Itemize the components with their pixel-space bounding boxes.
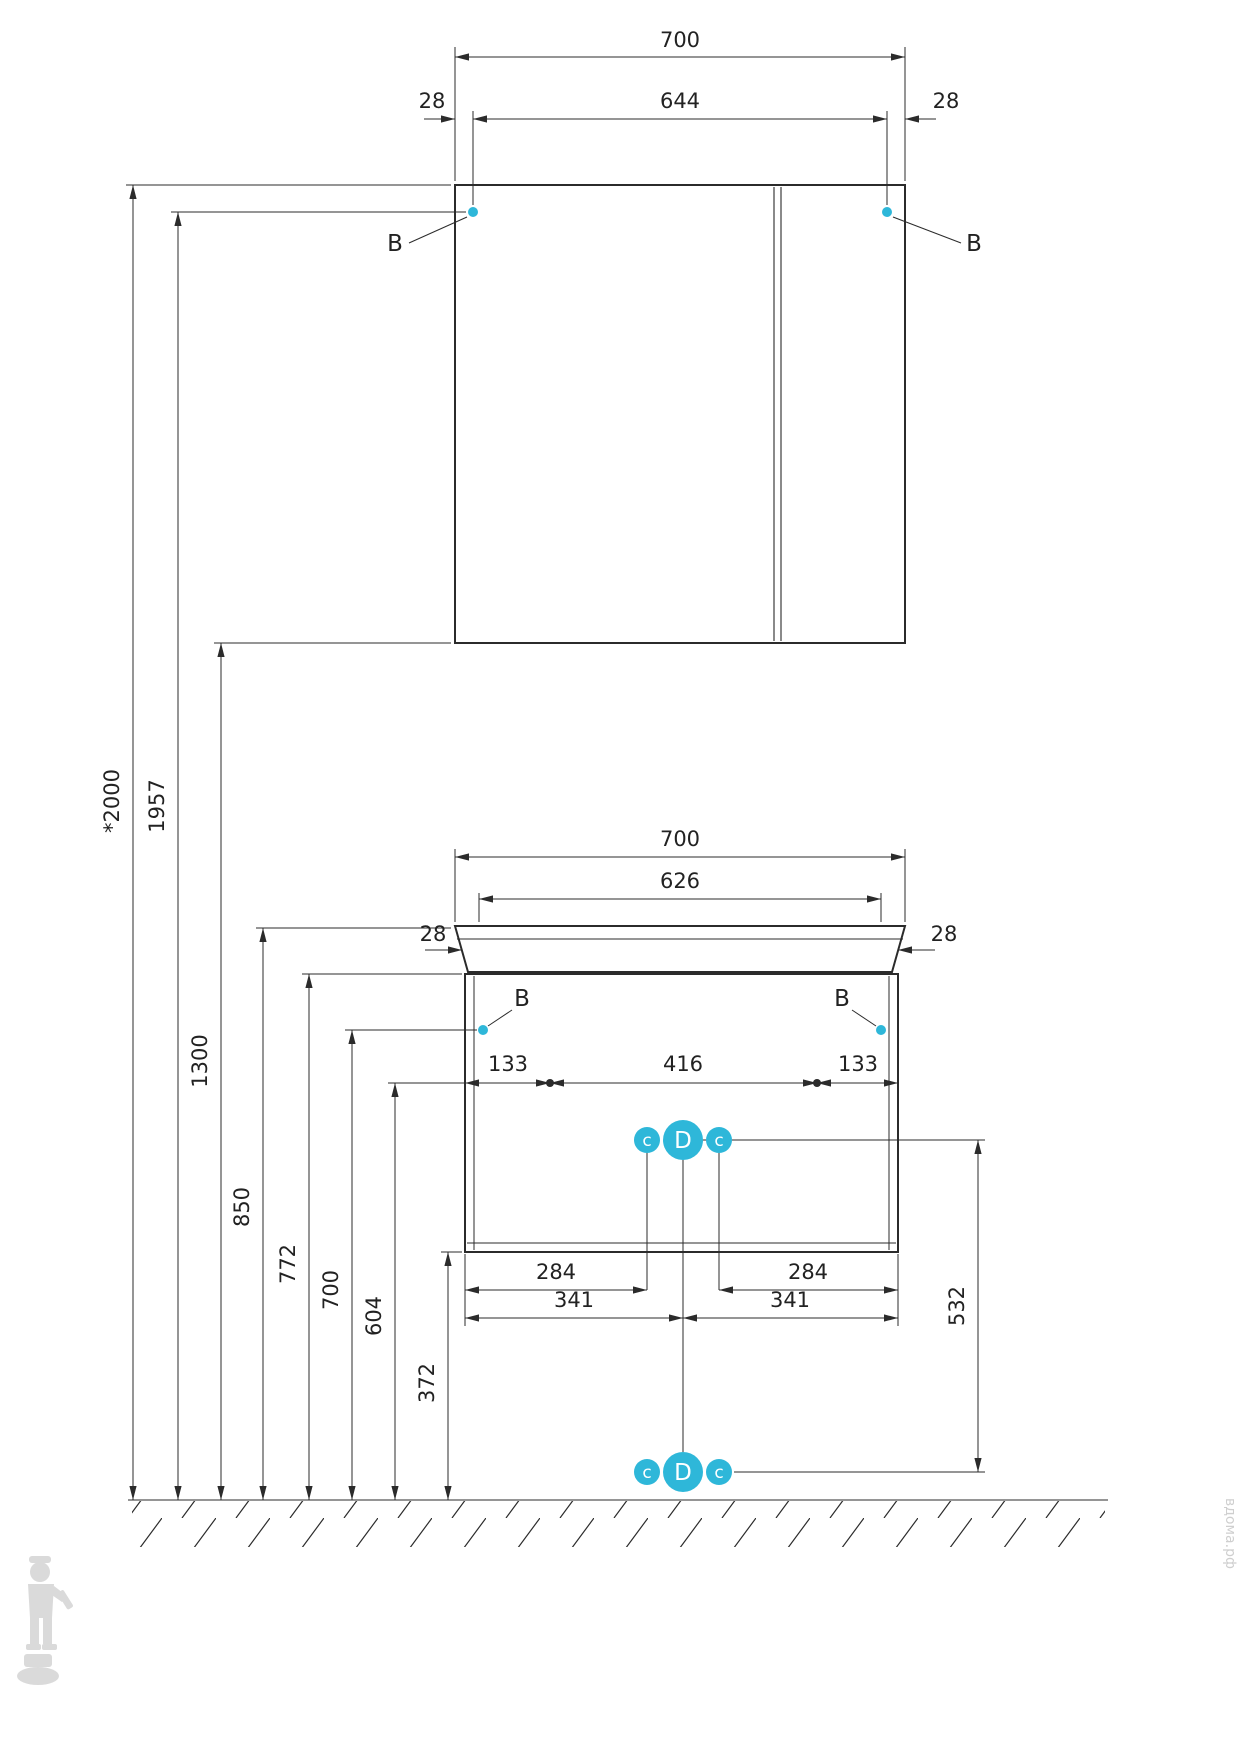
dim-back-hole-span-value: 416 <box>663 1052 703 1076</box>
logo-toilet-tank <box>24 1654 52 1667</box>
outlet-c-left-label: c <box>642 1131 651 1151</box>
floor-outlet-c-left-circle <box>634 1459 660 1485</box>
dim-drawer-right-341-value: 341 <box>770 1288 810 1312</box>
mirror-hole-b-left <box>468 207 478 217</box>
logo-leg-left <box>30 1618 39 1644</box>
logo-foot-left <box>26 1644 41 1650</box>
dim-height-cabinet-top: 772 <box>276 973 462 1500</box>
cabinet-hole-b-right <box>876 1025 886 1035</box>
floor-outlet-c-right-label: c <box>714 1463 723 1483</box>
back-hole-point-left <box>546 1079 554 1087</box>
logo-foot-right <box>42 1644 57 1650</box>
dim-back-holes: 133 416 133 <box>465 1052 898 1087</box>
dim-drawer-left-284-value: 284 <box>536 1260 576 1284</box>
dim-vanity-inset-right-value: 28 <box>931 922 958 946</box>
leader-b-left <box>487 1009 513 1027</box>
cabinet-hole-label-right: B <box>834 986 850 1012</box>
leader-b-left <box>408 216 468 244</box>
leader-b-right <box>892 216 962 244</box>
cabinet-hole-label-left: B <box>514 986 530 1012</box>
floor-outlet-d-label: D <box>674 1460 692 1486</box>
logo-wrench <box>57 1590 73 1610</box>
dim-drain-height-value: 532 <box>945 1286 969 1326</box>
dim-height-cabinet-top-value: 772 <box>276 1244 300 1284</box>
vanity-cabinet-outline <box>464 973 899 1253</box>
cabinet-hole-b-left <box>478 1025 488 1035</box>
dim-outlet-offsets: 284 341 284 341 <box>464 1254 899 1326</box>
floor-ground <box>128 1499 1108 1547</box>
outlet-d-label: D <box>674 1128 692 1154</box>
mirror-hole-label-right: B <box>966 231 982 257</box>
logo-head <box>30 1562 50 1582</box>
dim-drawer-left-341-value: 341 <box>554 1288 594 1312</box>
dim-height-mirror-bottom: 1300 <box>188 642 451 1500</box>
floor-outlet-c-right-circle <box>706 1459 732 1485</box>
floor-outlet-d-circle <box>663 1452 703 1492</box>
dim-height-back-holes: 604 <box>362 1082 465 1500</box>
dim-back-hole-left-value: 133 <box>488 1052 528 1076</box>
floor-hatching <box>132 1501 1105 1547</box>
mirror-cabinet-outline <box>454 184 906 644</box>
mirror-hole-label-left: B <box>387 231 403 257</box>
dim-height-basin-top-value: 850 <box>230 1187 254 1227</box>
outlet-d-circle <box>663 1120 703 1160</box>
dim-drain-height: 532 <box>734 1140 985 1473</box>
plumbing-outlets-cabinet: c D c <box>634 1120 985 1452</box>
outlet-c-left-circle <box>634 1127 660 1153</box>
outlet-c-right-label: c <box>714 1131 723 1151</box>
dim-height-cabinet-bottom: 372 <box>415 1251 462 1500</box>
dim-height-overall-value: *2000 <box>100 769 124 833</box>
dim-mirror-hole-span-value: 644 <box>660 89 700 113</box>
dim-mirror-width: 700 <box>454 28 906 181</box>
dim-mirror-hole-span: 644 28 28 <box>419 89 960 205</box>
logo-cap <box>29 1556 51 1563</box>
washbasin <box>453 925 907 973</box>
dim-basin-span-value: 626 <box>660 869 700 893</box>
dim-height-basin-top: 850 <box>230 927 451 1500</box>
dim-vanity-width-value: 700 <box>660 827 700 851</box>
dim-height-mirror-holes-value: 1957 <box>145 779 169 832</box>
dim-back-hole-right-value: 133 <box>838 1052 878 1076</box>
dim-mirror-inset-right-value: 28 <box>933 89 960 113</box>
dim-drawer-right-284-value: 284 <box>788 1260 828 1284</box>
brand-watermark-text: вдома.рф <box>1222 1498 1238 1569</box>
plumber-logo-watermark <box>17 1556 73 1685</box>
washbasin-outline <box>453 925 907 973</box>
back-hole-point-right <box>813 1079 821 1087</box>
logo-toilet-bowl <box>17 1667 59 1685</box>
dim-mirror-inset-left-value: 28 <box>419 89 446 113</box>
dim-height-overall: *2000 <box>100 184 451 1500</box>
dim-mirror-width-value: 700 <box>660 28 700 52</box>
leader-b-right <box>851 1009 877 1027</box>
mirror-hole-b-right <box>882 207 892 217</box>
vanity-cabinet: B B <box>464 973 899 1253</box>
mirror-cabinet: B B <box>387 184 982 644</box>
dim-height-mirror-bottom-value: 1300 <box>188 1034 212 1087</box>
logo-leg-right <box>43 1618 52 1644</box>
dim-vanity-width: 700 <box>454 827 906 922</box>
dim-height-cabinet-holes-value: 700 <box>319 1270 343 1310</box>
dim-height-cabinet-bottom-value: 372 <box>415 1363 439 1403</box>
logo-torso <box>28 1584 54 1618</box>
outlet-c-right-circle <box>706 1127 732 1153</box>
dim-height-back-holes-value: 604 <box>362 1296 386 1336</box>
dim-height-mirror-holes: 1957 <box>145 211 466 1500</box>
plumbing-outlets-floor: c D c <box>634 1452 732 1492</box>
floor-outlet-c-left-label: c <box>642 1463 651 1483</box>
dim-height-cabinet-holes: 700 <box>319 1029 477 1500</box>
dim-basin-span: 626 28 28 <box>420 869 958 954</box>
dim-vanity-inset-left-value: 28 <box>420 922 447 946</box>
